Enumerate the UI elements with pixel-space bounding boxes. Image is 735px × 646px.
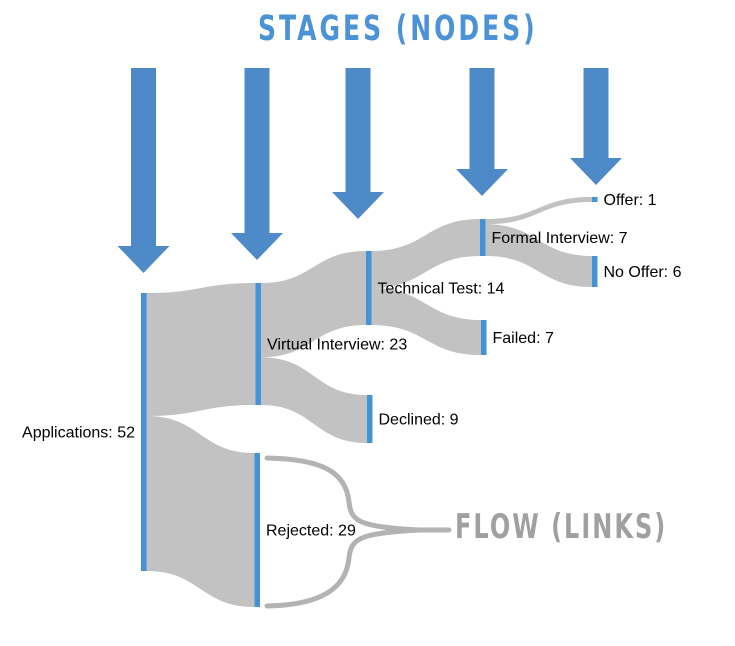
sankey-link-technical-test-to-formal-interview <box>371 219 480 288</box>
sankey-node-technical-test <box>366 251 372 325</box>
stage-arrow-5-icon <box>570 68 622 185</box>
flow-links-label: FLOW (LINKS) <box>455 507 668 547</box>
sankey-link-applications-to-rejected <box>146 415 255 607</box>
node-label-rejected: Rejected: 29 <box>266 523 356 540</box>
sankey-link-formal-interview-to-offer <box>485 197 592 225</box>
node-label-no-offer: No Offer: 6 <box>604 264 682 281</box>
sankey-node-labels: Applications: 52 Virtual Interview: 23 Rej… <box>22 192 682 540</box>
stage-arrow-3-icon <box>332 68 384 219</box>
diagram-title: STAGES (NODES) <box>258 8 538 49</box>
node-label-formal-interview: Formal Interview: 7 <box>492 230 628 247</box>
sankey-link-virtual-interview-to-declined <box>261 357 367 443</box>
node-label-declined: Declined: 9 <box>379 412 459 429</box>
node-label-virtual-interview: Virtual Interview: 23 <box>267 337 407 354</box>
sankey-nodes <box>141 197 598 607</box>
sankey-link-applications-to-virtual-interview <box>146 283 256 416</box>
sankey-node-applications <box>141 293 147 571</box>
sankey-link-technical-test-to-failed <box>371 288 481 355</box>
sankey-node-failed <box>481 320 487 355</box>
stage-arrow-1-icon <box>117 68 170 273</box>
node-label-failed: Failed: 7 <box>493 330 554 347</box>
sankey-node-no-offer <box>592 256 598 287</box>
sankey-node-virtual-interview <box>255 283 261 405</box>
sankey-node-rejected <box>254 453 260 607</box>
sankey-link-virtual-interview-to-technical-test <box>261 251 366 358</box>
stage-arrows <box>117 68 622 273</box>
sankey-node-formal-interview <box>480 219 486 256</box>
node-label-applications: Applications: 52 <box>22 425 135 442</box>
node-label-technical-test: Technical Test: 14 <box>378 281 505 298</box>
stage-arrow-4-icon <box>456 68 508 196</box>
flow-brace-group <box>264 455 452 609</box>
sankey-node-declined <box>367 395 373 443</box>
node-label-offer: Offer: 1 <box>604 192 657 209</box>
sankey-links <box>146 197 592 607</box>
sankey-link-formal-interview-to-no-offer <box>485 224 592 287</box>
sankey-node-offer <box>592 197 598 202</box>
stage-arrow-2-icon <box>231 68 283 260</box>
